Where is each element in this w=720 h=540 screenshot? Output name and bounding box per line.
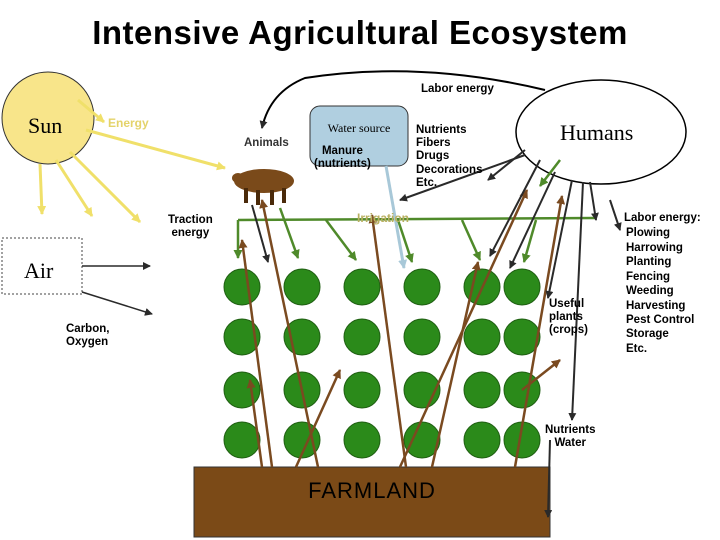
- diagram-title: Intensive Agricultural Ecosystem: [92, 14, 628, 51]
- air-label: Air: [24, 258, 54, 283]
- animals-label: Animals: [244, 137, 289, 149]
- energy-label: Energy: [108, 116, 149, 130]
- labor-energy-top-label: Labor energy: [421, 83, 494, 95]
- labor-list-header: Labor energy:: [624, 212, 701, 224]
- labor-list-item: Plowing: [626, 227, 671, 239]
- labor-list-item: Etc.: [626, 343, 648, 355]
- outputs-label: Nutrients Fibers Drugs Decorations Etc.: [416, 124, 483, 189]
- traction-arrow: [251, 204, 270, 263]
- labor-list-item: Harvesting: [626, 300, 686, 312]
- labor-list-item: Planting: [626, 256, 672, 268]
- green-flow-arrows: [233, 159, 596, 263]
- labor-list-item: Storage: [626, 328, 669, 340]
- labor-list-item: Weeding: [626, 285, 674, 297]
- cow-icon: [232, 169, 294, 205]
- labor-list-item: Pest Control: [626, 314, 695, 326]
- carbon-oxygen-label: Carbon, Oxygen: [66, 323, 110, 349]
- air-arrows: [81, 262, 153, 316]
- sun-label: Sun: [28, 113, 63, 138]
- labor-energy-arrow: [259, 70, 546, 129]
- farmland-label: FARMLAND: [308, 478, 436, 503]
- air-box: [1, 237, 83, 295]
- farmland-shape: [193, 466, 551, 538]
- water-source-label: Water source: [327, 121, 391, 135]
- brown-flow-arrows: [238, 189, 566, 468]
- sun-rays: [37, 98, 226, 224]
- manure-label: Manure (nutrients): [314, 145, 371, 171]
- water-source-box: [309, 105, 409, 167]
- humans-shape: [515, 79, 687, 185]
- human-labor-arrows: [399, 149, 622, 518]
- labor-list-item: Harrowing: [626, 242, 683, 254]
- nutrients-water-label: Nutrients Water: [545, 424, 596, 450]
- useful-plants-label: Useful plants (crops): [549, 298, 588, 337]
- traction-label: Traction energy: [168, 214, 213, 240]
- irrigation-label: Irrigation: [357, 211, 410, 225]
- labor-list-item: Fencing: [626, 271, 671, 283]
- water-arrow: [384, 165, 408, 269]
- sun-shape: [1, 71, 95, 165]
- humans-label: Humans: [560, 120, 634, 145]
